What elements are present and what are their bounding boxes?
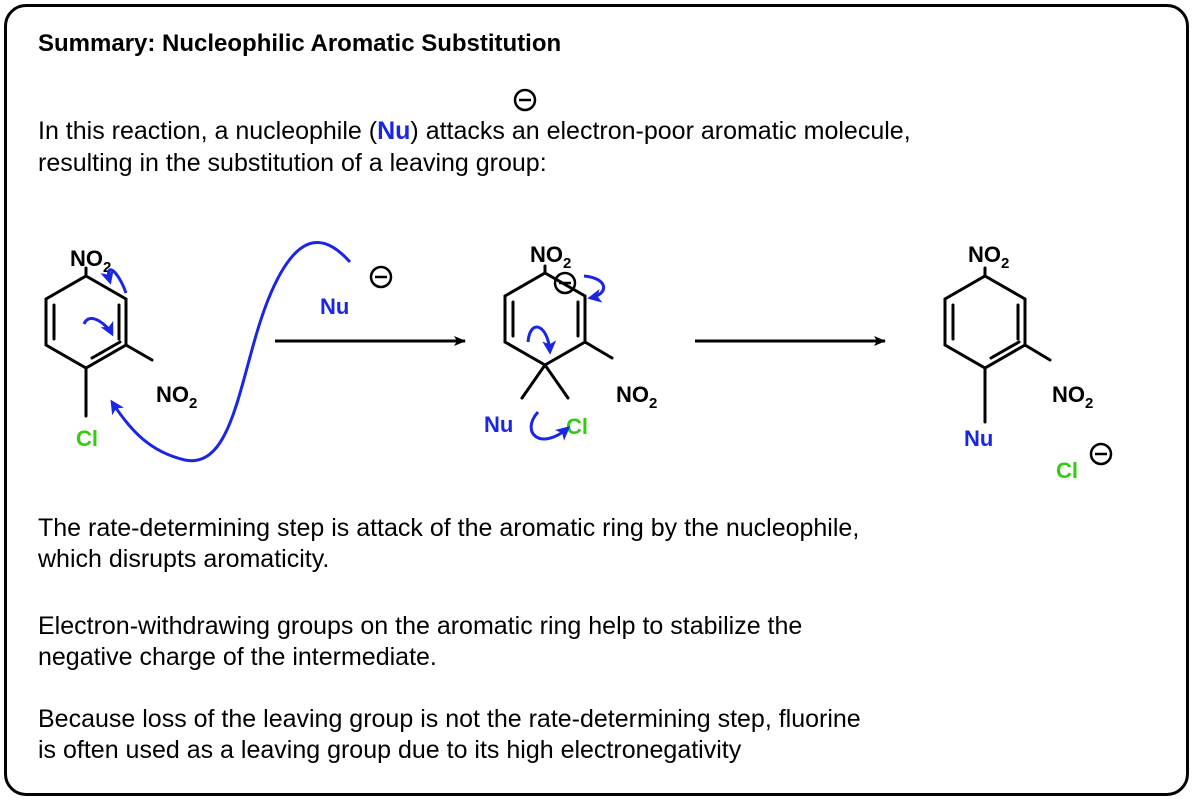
- product-para-nitro-label: NO2: [968, 242, 1009, 272]
- reactant-molecule: [44, 266, 154, 418]
- note-1-line-2: which disrupts aromaticity.: [38, 545, 330, 573]
- note-2-line-1: Electron-withdrawing groups on the aroma…: [38, 612, 803, 640]
- intro-text-start: In this reaction, a nucleophile (: [38, 117, 378, 145]
- product-molecule: [943, 266, 1052, 424]
- product-ortho-nitro-label: NO2: [1052, 382, 1093, 412]
- intermediate-chloro-label: Cl: [566, 414, 588, 439]
- negative-charge-icon: [513, 88, 537, 112]
- curved-arrow-ring-reform: [526, 325, 557, 355]
- intermediate-charge-icon: [553, 271, 577, 295]
- reactant-para-nitro-label: NO2: [70, 246, 111, 276]
- intermediate-ortho-nitro-label: NO2: [616, 382, 657, 412]
- reactant-chloro-label: Cl: [76, 426, 98, 451]
- intermediate-nucleophile-label: Nu: [484, 412, 513, 437]
- product-nucleophile-label: Nu: [964, 426, 993, 451]
- note-3-line-1: Because loss of the leaving group is not…: [38, 705, 861, 733]
- note-1-line-1: The rate-determining step is attack of t…: [38, 514, 860, 542]
- summary-frame: [4, 4, 1189, 796]
- nucleophile-reagent-label: Nu: [320, 294, 349, 319]
- intro-line-1: In this reaction, a nucleophile (Nu) att…: [38, 115, 911, 147]
- note-3-line-2: is often used as a leaving group due to …: [38, 736, 742, 764]
- nucleophile-charge-icon: [369, 265, 393, 289]
- chloride-ion-label: Cl: [1056, 458, 1078, 483]
- reactant-ortho-nitro-label: NO2: [156, 382, 197, 412]
- chloride-charge-icon: [1089, 442, 1113, 466]
- curved-arrow-ring-to-nitro: [100, 268, 128, 294]
- intro-text-end: ) attacks an electron-poor aromatic mole…: [410, 117, 911, 145]
- curved-arrow-chloride-leaving: [529, 410, 571, 441]
- note-2-line-2: negative charge of the intermediate.: [38, 643, 437, 671]
- page-title: Summary: Nucleophilic Aromatic Substitut…: [38, 30, 562, 57]
- intermediate-para-nitro-label: NO2: [530, 242, 571, 272]
- intermediate-molecule: [503, 264, 614, 400]
- curved-arrow-nucleophile-attack: [110, 240, 352, 463]
- curved-arrow-charge-to-ring: [583, 274, 605, 303]
- nucleophile-term: Nu: [377, 117, 411, 145]
- curved-arrow-in-ring: [82, 317, 114, 337]
- intro-line-2: resulting in the substitution of a leavi…: [38, 149, 547, 177]
